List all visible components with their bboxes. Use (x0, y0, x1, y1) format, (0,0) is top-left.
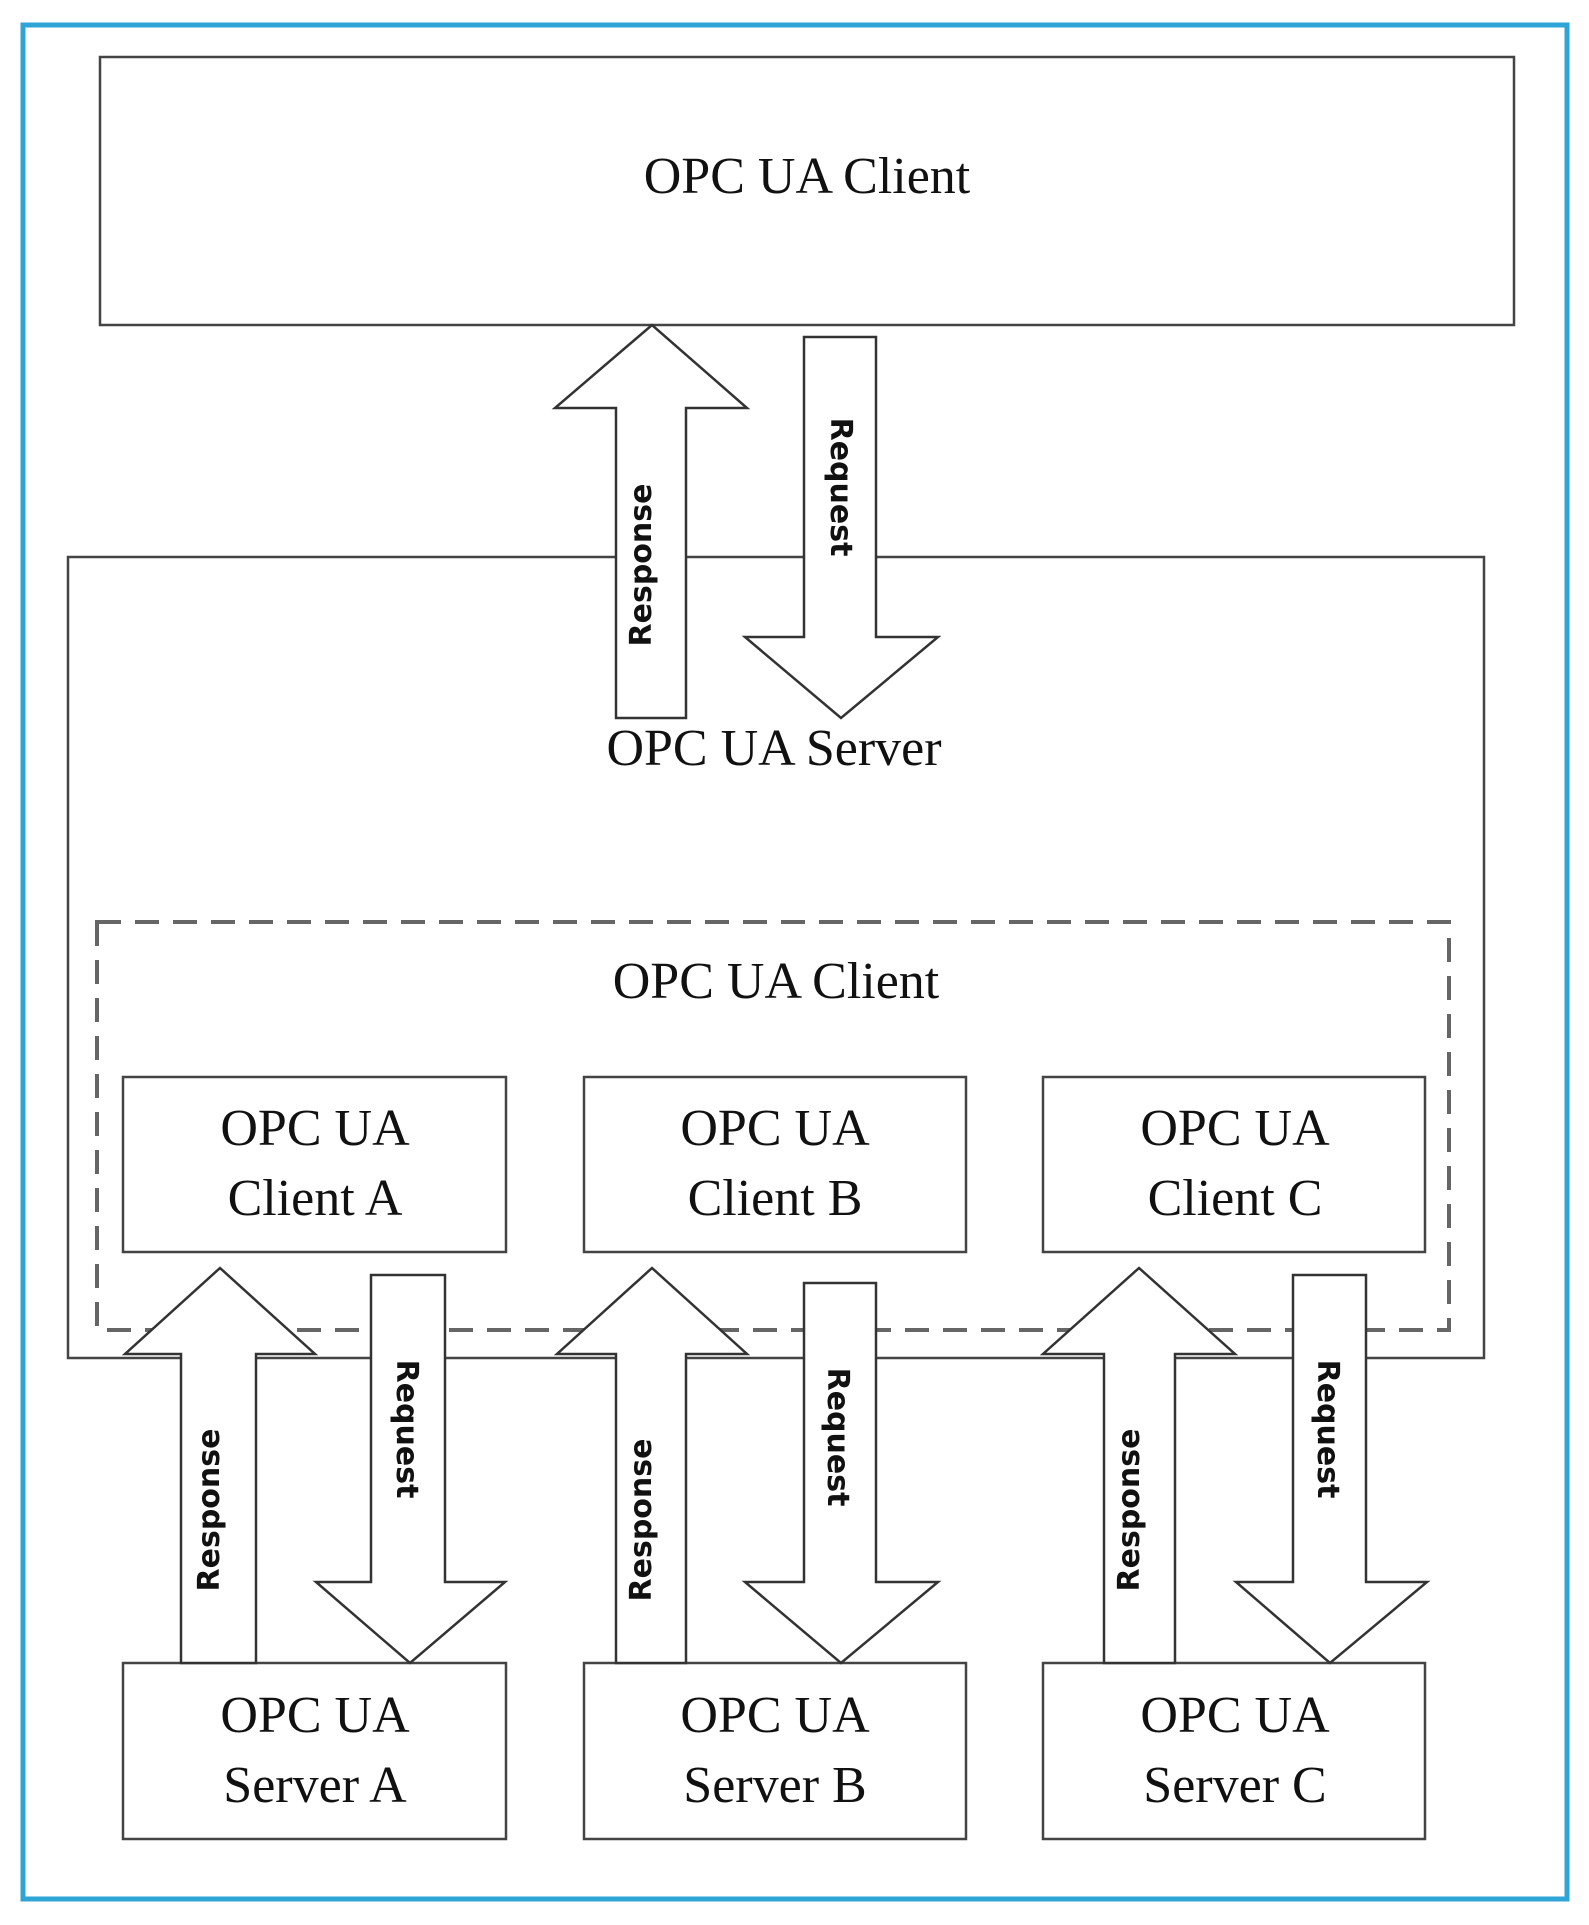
server-b-line2: Server B (683, 1757, 866, 1814)
c-request-arrow (1232, 1273, 1431, 1665)
top-client-label: OPC UA Client (644, 148, 971, 205)
server-a-line1: OPC UA (220, 1687, 410, 1744)
client-c-line2: Client C (1148, 1170, 1323, 1227)
server-a-box: OPC UA Server A (121, 1661, 508, 1841)
client-b-box: OPC UA Client B (582, 1075, 968, 1254)
client-a-line1: OPC UA (220, 1100, 410, 1157)
top-request-arrow (741, 335, 942, 720)
client-c-line1: OPC UA (1140, 1100, 1330, 1157)
server-a-line2: Server A (223, 1757, 407, 1814)
b-request-arrow (741, 1281, 942, 1665)
outer-frame (20, 22, 1570, 1902)
b-request-label: Request (820, 1368, 855, 1507)
top-response-arrow (551, 323, 751, 720)
top-response-label: Response (624, 484, 659, 647)
a-request-arrow (312, 1273, 509, 1665)
a-response-label: Response (192, 1429, 227, 1592)
inner-client-container (95, 920, 1451, 1332)
a-request-label: Request (389, 1360, 424, 1499)
client-b-line1: OPC UA (680, 1100, 870, 1157)
c-response-arrow (1039, 1266, 1239, 1665)
server-b-line1: OPC UA (680, 1687, 870, 1744)
client-a-box: OPC UA Client A (121, 1075, 508, 1254)
server-c-line1: OPC UA (1140, 1687, 1330, 1744)
server-b-box: OPC UA Server B (582, 1661, 968, 1841)
c-response-label: Response (1112, 1429, 1147, 1592)
client-b-line2: Client B (688, 1170, 863, 1227)
server-label: OPC UA Server (606, 720, 941, 777)
server-c-line2: Server C (1143, 1757, 1326, 1814)
b-response-label: Response (624, 1439, 659, 1602)
b-response-arrow (553, 1266, 751, 1665)
a-response-arrow (121, 1266, 319, 1665)
top-request-label: Request (823, 418, 858, 557)
top-client-box: OPC UA Client (98, 55, 1516, 327)
c-request-label: Request (1310, 1360, 1345, 1499)
inner-client-label: OPC UA Client (613, 953, 940, 1010)
server-c-box: OPC UA Server C (1041, 1661, 1427, 1841)
client-c-box: OPC UA Client C (1041, 1075, 1427, 1254)
client-a-line2: Client A (228, 1170, 403, 1227)
